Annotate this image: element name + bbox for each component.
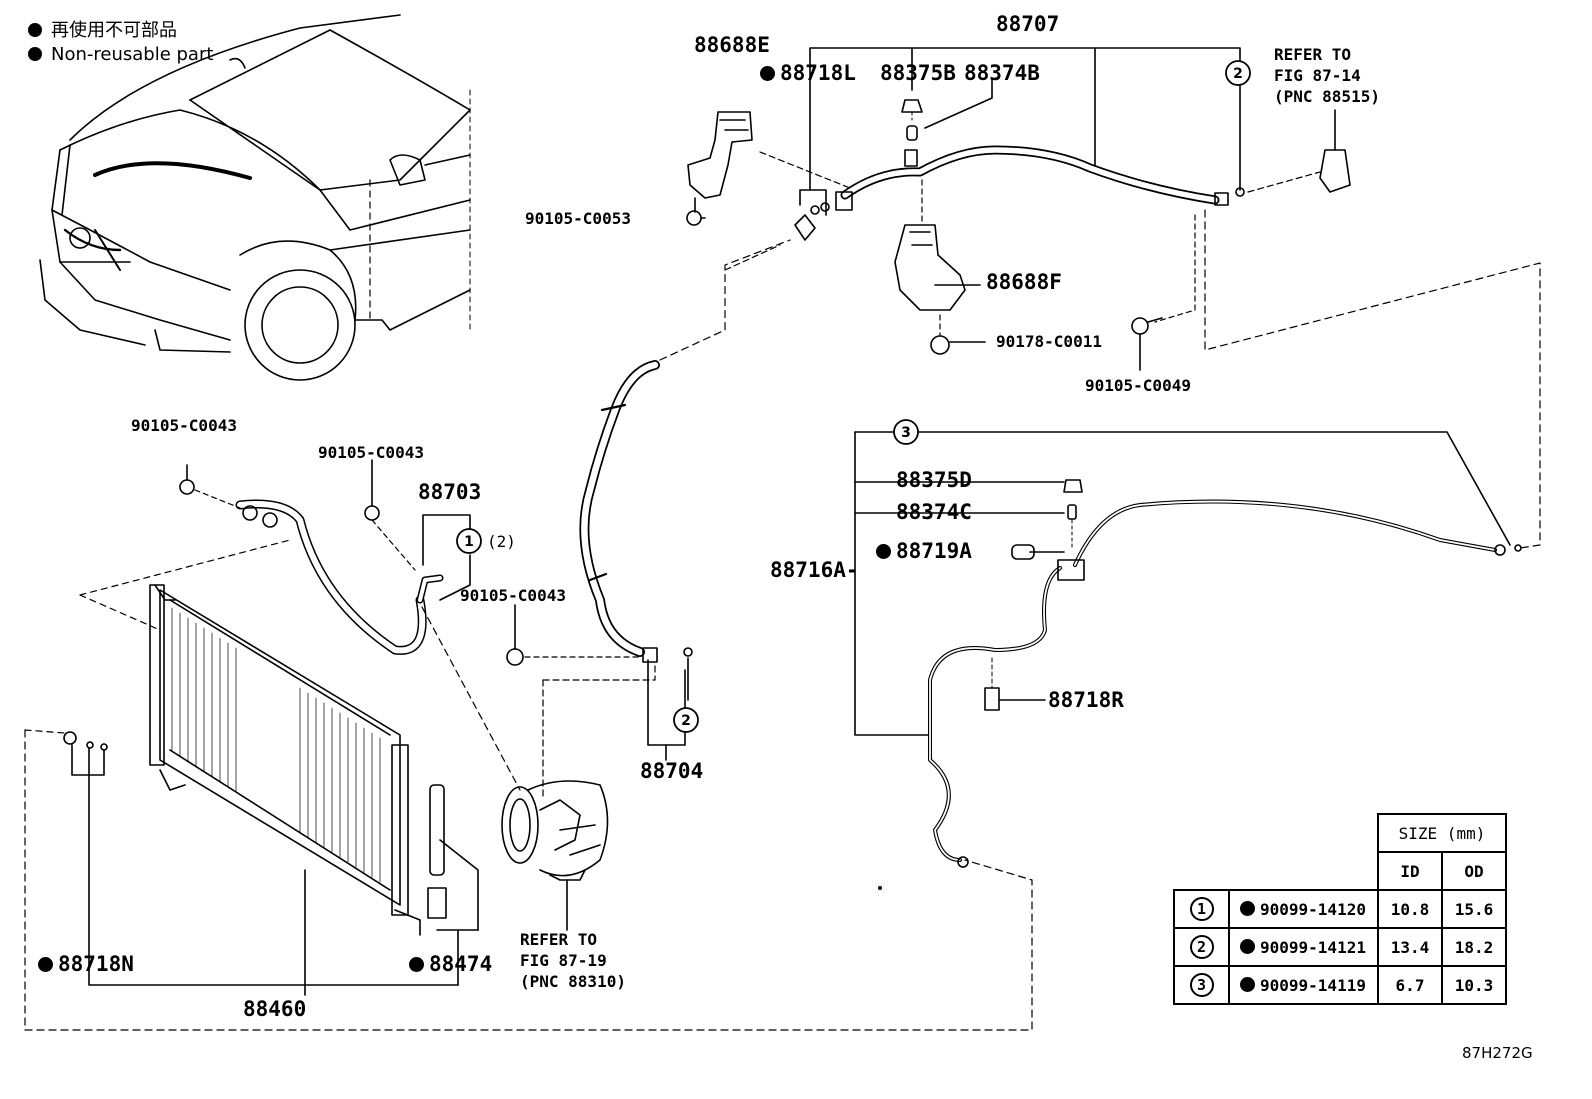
size-header: SIZE (mm) bbox=[1377, 813, 1507, 853]
part-90105-C0043-left[interactable]: 90105-C0043 bbox=[131, 416, 237, 435]
table-row: 2 90099-14121 13.4 18.2 bbox=[1173, 927, 1507, 967]
row-number-cell: 2 bbox=[1173, 927, 1230, 967]
part-88375B[interactable]: 88375B bbox=[880, 61, 956, 85]
part-88374B[interactable]: 88374B bbox=[964, 61, 1040, 85]
dryer-plug bbox=[427, 887, 447, 919]
id-cell: 13.4 bbox=[1377, 927, 1443, 967]
dryer-tube bbox=[429, 784, 445, 876]
non-reusable-dot-icon bbox=[876, 544, 891, 559]
id-cell: 6.7 bbox=[1377, 965, 1443, 1005]
non-reusable-dot-icon bbox=[38, 957, 53, 972]
part-90105-C0043-mid[interactable]: 90105-C0043 bbox=[318, 443, 424, 462]
col-id-header: ID bbox=[1377, 851, 1443, 891]
part-88704[interactable]: 88704 bbox=[640, 759, 704, 783]
size-table-subheader-row: ID OD bbox=[1174, 851, 1507, 891]
circle-number: 1 bbox=[1189, 897, 1214, 921]
refer-top-line2[interactable]: FIG 87-14 bbox=[1274, 66, 1361, 85]
non-reusable-dot-icon bbox=[28, 47, 42, 61]
nut-icon bbox=[930, 335, 950, 355]
part-88474-text: 88474 bbox=[429, 952, 493, 976]
non-reusable-dot-icon bbox=[1240, 976, 1255, 992]
od-cell: 10.3 bbox=[1441, 965, 1507, 1005]
part-number-cell[interactable]: 90099-14121 bbox=[1228, 927, 1379, 967]
size-table-header-row: SIZE (mm) bbox=[1174, 813, 1507, 853]
bolt-icon bbox=[364, 505, 380, 521]
condenser-illustration bbox=[149, 584, 421, 936]
car-front-illustration bbox=[39, 14, 471, 381]
part-number: 90099-14121 bbox=[1260, 937, 1366, 957]
part-88375D[interactable]: 88375D bbox=[896, 468, 972, 492]
figure-id: 87H272G bbox=[1462, 1044, 1533, 1062]
blank-cell bbox=[1229, 814, 1378, 852]
bolt-icon bbox=[1131, 317, 1149, 335]
part-88707[interactable]: 88707 bbox=[996, 12, 1060, 36]
circle-number: 3 bbox=[1189, 973, 1214, 997]
non-reusable-dot-icon bbox=[1240, 900, 1255, 916]
part-88688E[interactable]: 88688E bbox=[694, 33, 770, 57]
part-90105-C0043-right[interactable]: 90105-C0043 bbox=[460, 586, 566, 605]
part-number-cell[interactable]: 90099-14120 bbox=[1228, 889, 1379, 929]
part-88719A[interactable]: 88719A bbox=[876, 541, 972, 562]
part-88374C[interactable]: 88374C bbox=[896, 500, 972, 524]
part-88719A-text: 88719A bbox=[896, 539, 972, 563]
table-row: 3 90099-14119 6.7 10.3 bbox=[1173, 965, 1507, 1005]
refer-top-line3[interactable]: (PNC 88515) bbox=[1274, 87, 1380, 106]
legend-jp: 再使用不可部品 bbox=[28, 22, 177, 40]
circle-2-88704: 2 bbox=[681, 713, 691, 729]
legend-en-text: Non-reusable part bbox=[51, 44, 214, 65]
col-od-header: OD bbox=[1441, 851, 1507, 891]
part-88716A[interactable]: 88716A- bbox=[770, 558, 859, 582]
blank-cell bbox=[1229, 852, 1378, 890]
id-cell: 10.8 bbox=[1377, 889, 1443, 929]
part-number: 90099-14120 bbox=[1260, 899, 1366, 919]
row-number-cell: 1 bbox=[1173, 889, 1230, 929]
service-valve-block bbox=[1057, 559, 1085, 581]
non-reusable-dot-icon bbox=[409, 957, 424, 972]
refer-top-line1: REFER TO bbox=[1274, 45, 1352, 64]
nut-icon bbox=[686, 210, 702, 226]
part-88460[interactable]: 88460 bbox=[243, 997, 307, 1021]
part-90105-C0053[interactable]: 90105-C0053 bbox=[525, 209, 631, 228]
circle-2-top: 2 bbox=[1233, 66, 1243, 82]
row-number-cell: 3 bbox=[1173, 965, 1230, 1005]
part-88474[interactable]: 88474 bbox=[409, 954, 492, 975]
part-88718L[interactable]: 88718L bbox=[760, 63, 856, 84]
circle-3-88716A: 3 bbox=[901, 425, 911, 441]
od-cell: 15.6 bbox=[1441, 889, 1507, 929]
part-88718R[interactable]: 88718R bbox=[1048, 688, 1124, 712]
bolt-icon bbox=[506, 648, 524, 666]
part-number: 90099-14119 bbox=[1260, 975, 1366, 995]
od-cell: 18.2 bbox=[1441, 927, 1507, 967]
o-ring-size-table: SIZE (mm) ID OD 1 90099-14120 10.8 15.6 … bbox=[1173, 813, 1507, 1005]
non-reusable-dot-icon bbox=[1240, 938, 1255, 954]
part-88688F[interactable]: 88688F bbox=[986, 270, 1062, 294]
legend-jp-text: 再使用不可部品 bbox=[51, 20, 177, 41]
non-reusable-dot-icon bbox=[28, 23, 42, 37]
circle-number: 2 bbox=[1189, 935, 1214, 959]
refer-bottom-line2[interactable]: FIG 87-19 bbox=[520, 951, 607, 970]
qty-sub-2: (2) bbox=[487, 532, 516, 551]
table-row: 1 90099-14120 10.8 15.6 bbox=[1173, 889, 1507, 929]
part-88703[interactable]: 88703 bbox=[418, 480, 482, 504]
bolt-icon bbox=[179, 479, 195, 495]
non-reusable-dot-icon bbox=[760, 66, 775, 81]
part-88718L-text: 88718L bbox=[780, 61, 856, 85]
part-90105-C0049[interactable]: 90105-C0049 bbox=[1085, 376, 1191, 395]
part-88718N-text: 88718N bbox=[58, 952, 134, 976]
part-number-cell[interactable]: 90099-14119 bbox=[1228, 965, 1379, 1005]
legend-en: Non-reusable part bbox=[28, 46, 213, 64]
circle-1-88703: 1 bbox=[464, 534, 474, 550]
refer-bottom-line1: REFER TO bbox=[520, 930, 598, 949]
part-88718N[interactable]: 88718N bbox=[38, 954, 134, 975]
blank-cell bbox=[1174, 814, 1229, 852]
part-90178-C0011[interactable]: 90178-C0011 bbox=[996, 332, 1102, 351]
refer-bottom-line3[interactable]: (PNC 88310) bbox=[520, 972, 626, 991]
blank-cell bbox=[1174, 852, 1229, 890]
compressor-illustration bbox=[501, 780, 609, 881]
